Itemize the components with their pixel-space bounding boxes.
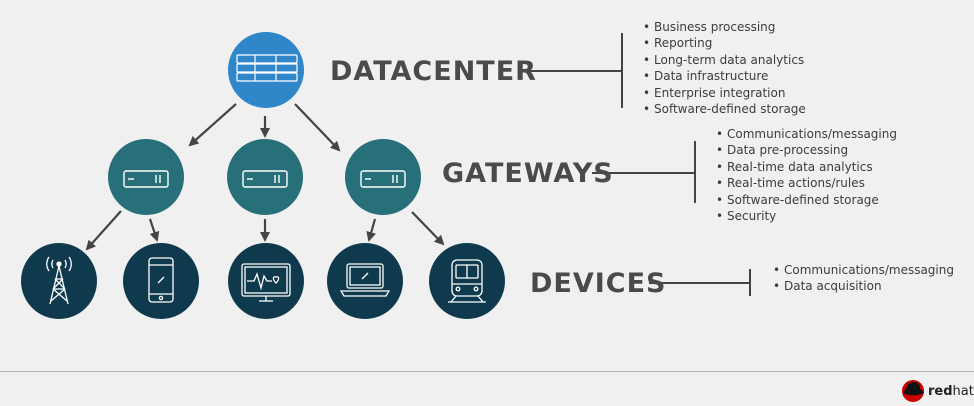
cell-tower-icon	[46, 256, 72, 305]
device-node-smartphone	[123, 243, 199, 319]
arrow-datacenter-to-gateway-3	[294, 103, 341, 152]
list-item: Data pre-processing	[716, 142, 897, 158]
list-item: Long-term data analytics	[643, 52, 806, 68]
devices-capabilities-list: Communications/messaging Data acquisitio…	[773, 262, 954, 295]
list-item: Communications/messaging	[716, 126, 897, 142]
laptop-icon	[339, 263, 391, 297]
brand-wordmark: redhat	[928, 384, 974, 399]
arrow-gateway-3-to-laptop	[366, 218, 377, 242]
tier-label-gateways: GATEWAYS	[442, 158, 614, 189]
smartphone-icon	[148, 257, 174, 303]
list-item: Reporting	[643, 35, 806, 51]
redhat-logo-icon	[902, 380, 924, 402]
list-connectors	[518, 33, 751, 296]
list-item: Real-time data analytics	[716, 159, 897, 175]
datacenter-node	[228, 32, 304, 108]
list-item: Data acquisition	[773, 278, 954, 294]
arrow-gateway-1-to-tower	[85, 210, 122, 251]
train-icon	[448, 259, 486, 303]
tier-label-datacenter: DATACENTER	[330, 56, 537, 87]
device-node-laptop	[327, 243, 403, 319]
list-item: Real-time actions/rules	[716, 175, 897, 191]
gateways-capabilities-list: Communications/messaging Data pre-proces…	[716, 126, 897, 224]
list-item: Software-defined storage	[716, 192, 897, 208]
list-item: Software-defined storage	[643, 101, 806, 117]
list-item: Security	[716, 208, 897, 224]
gateway-node-1	[108, 139, 184, 215]
tier-label-devices: DEVICES	[530, 268, 667, 299]
device-node-train	[429, 243, 505, 319]
gateway-box-icon	[242, 170, 288, 188]
device-node-heart-monitor	[228, 243, 304, 319]
list-item: Enterprise integration	[643, 85, 806, 101]
datacenter-capabilities-list: Business processing Reporting Long-term …	[643, 19, 806, 117]
hierarchy-arrows	[85, 103, 445, 251]
gateway-node-2	[227, 139, 303, 215]
arrow-gateway-1-to-phone	[148, 218, 160, 242]
arrow-gateway-3-to-train	[411, 211, 445, 246]
gateway-box-icon	[123, 170, 169, 188]
list-item: Business processing	[643, 19, 806, 35]
device-node-cell-tower	[21, 243, 97, 319]
gateway-box-icon	[360, 170, 406, 188]
footer-divider	[0, 371, 974, 372]
heart-monitor-icon	[241, 263, 291, 302]
brand-wordmark-bold: red	[928, 384, 953, 399]
list-item: Data infrastructure	[643, 68, 806, 84]
brand-wordmark-rest: hat	[952, 384, 974, 399]
server-rack-icon	[236, 54, 298, 82]
arrow-datacenter-to-gateway-1	[188, 103, 237, 147]
gateway-node-3	[345, 139, 421, 215]
list-item: Communications/messaging	[773, 262, 954, 278]
